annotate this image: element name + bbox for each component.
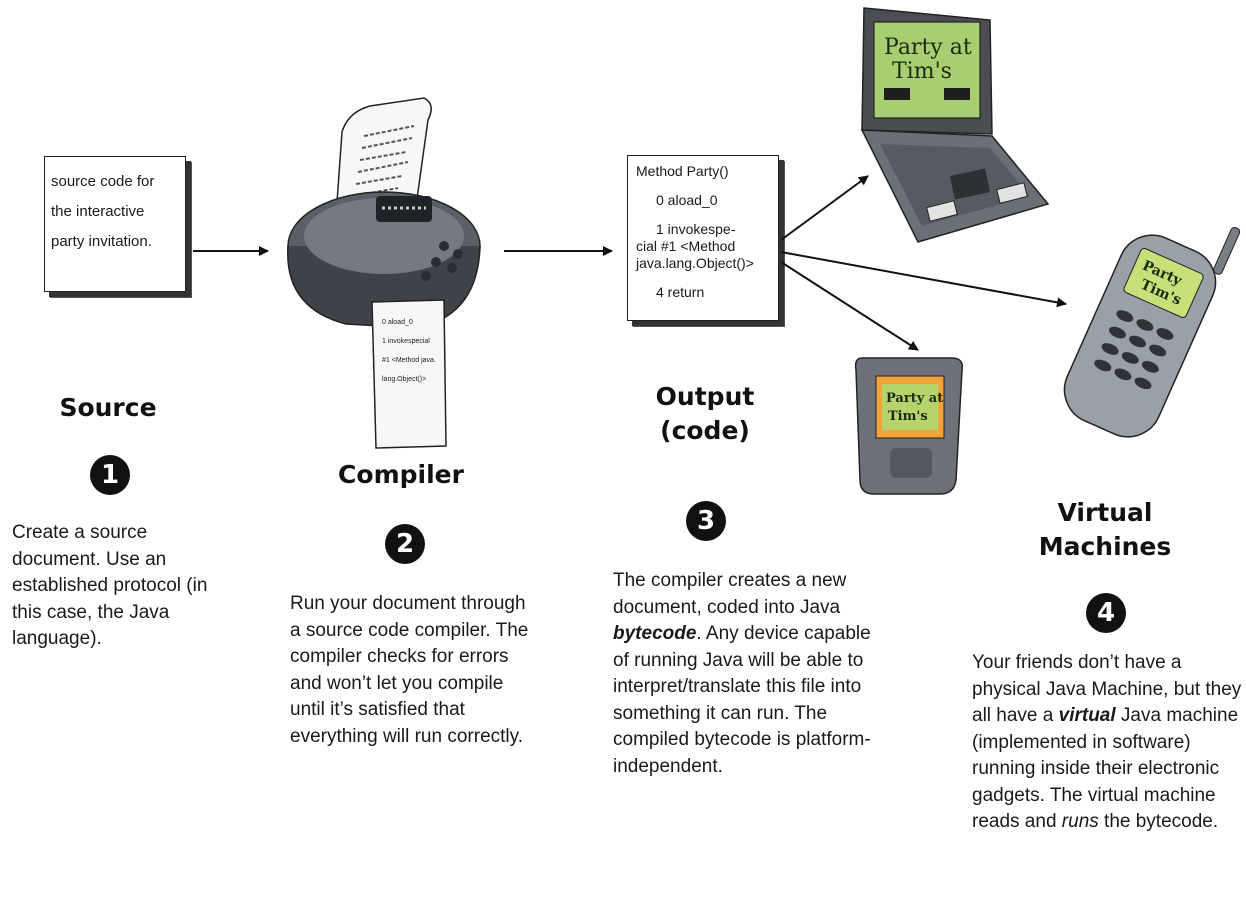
source-description-text: Create a source document. Use an establi… — [12, 522, 208, 649]
laptop-illustration: Party at Tim's — [860, 7, 1050, 243]
vm-title-line: Virtual — [1057, 498, 1153, 527]
output-title-line: (code) — [660, 416, 750, 445]
vm-description-part: the bytecode. — [1098, 811, 1219, 832]
bytecode-line: 0 aload_0 — [656, 192, 718, 208]
cellphone-icon: Party Tim's — [1063, 226, 1241, 438]
bytecode-line: cial #1 <Method — [636, 238, 736, 254]
step-4-badge: 4 — [1086, 593, 1126, 633]
source-code-line: source code for — [51, 173, 155, 190]
tablet-icon — [854, 357, 964, 495]
output-title-line: Output — [655, 382, 755, 411]
compiled-paper-line: 1 invokespecial — [382, 338, 430, 345]
step-3-badge: 3 — [686, 501, 726, 541]
compiled-paper-line: lang.Object()> — [382, 376, 427, 383]
paper-in-icon — [335, 97, 432, 217]
output-title: Output (code) — [630, 380, 780, 448]
virtual-emphasis: virtual — [1058, 705, 1116, 726]
bytecode-emphasis: bytecode — [613, 623, 697, 644]
source-code-line: the interactive — [51, 203, 145, 220]
compiler-description-text: Run your document through a source code … — [290, 593, 529, 747]
bytecode-document: Method Party() 0 aload_0 1 invokespe- ci… — [627, 155, 779, 321]
compiled-paper-line: #1 <Method java. — [382, 357, 436, 364]
laptop-screen-line: Party at — [884, 35, 972, 60]
laptop-screen-line: Tim's — [892, 59, 952, 84]
tablet-screen-line: Party at — [886, 391, 943, 406]
laptop-icon — [860, 7, 1050, 243]
vm-description-part: Your friends don’t have a physical Java … — [972, 652, 1242, 726]
output-description: The compiler creates a new document, cod… — [613, 568, 873, 780]
vm-description-part: Java machine (implemented in software) r… — [972, 705, 1239, 832]
vm-description: Your friends don’t have a physical Java … — [972, 650, 1242, 836]
source-description: Create a source document. Use an establi… — [12, 520, 232, 653]
source-code-line: party invitation. — [51, 233, 152, 250]
arrow-output-to-tablet — [780, 261, 919, 351]
arrow-output-to-phone — [780, 251, 1067, 308]
tablet-screen-line: Tim's — [888, 409, 928, 424]
step-1-badge: 1 — [90, 455, 130, 495]
runs-emphasis: runs — [1061, 811, 1099, 832]
compiler-machine-illustration — [287, 97, 481, 449]
compiled-paper-text: 0 aload_0 1 invokespecial #1 <Method jav… — [382, 318, 442, 384]
bytecode-line: 4 return — [656, 284, 705, 300]
tablet-illustration: Party at Tim's — [854, 357, 964, 495]
output-description-rest: . Any device capable of running Java wil… — [613, 623, 871, 777]
compiler-body-icon — [287, 191, 481, 329]
cellphone-illustration: Party Tim's — [1063, 226, 1241, 438]
compiler-title: Compiler — [338, 460, 464, 489]
bytecode-line: 1 invokespe- — [656, 221, 736, 237]
compiler-description: Run your document through a source code … — [290, 591, 535, 750]
step-2-badge: 2 — [385, 524, 425, 564]
bytecode-line: Method Party() — [636, 163, 729, 179]
vm-title: Virtual Machines — [1010, 496, 1200, 564]
source-document: source code for the interactive party in… — [44, 156, 186, 292]
vm-title-line: Machines — [1038, 532, 1172, 561]
bytecode-line: java.lang.Object()> — [636, 255, 754, 271]
vm-description-text: Your friends don’t have a physical Java … — [972, 650, 1242, 836]
output-description-intro: The compiler creates a new document, cod… — [613, 570, 847, 618]
compiled-paper-line: 0 aload_0 — [382, 319, 413, 326]
paper-out-icon — [371, 299, 447, 449]
output-description-text: The compiler creates a new document, cod… — [613, 568, 873, 780]
source-title: Source — [59, 393, 157, 422]
arrow-output-to-laptop — [780, 175, 869, 241]
